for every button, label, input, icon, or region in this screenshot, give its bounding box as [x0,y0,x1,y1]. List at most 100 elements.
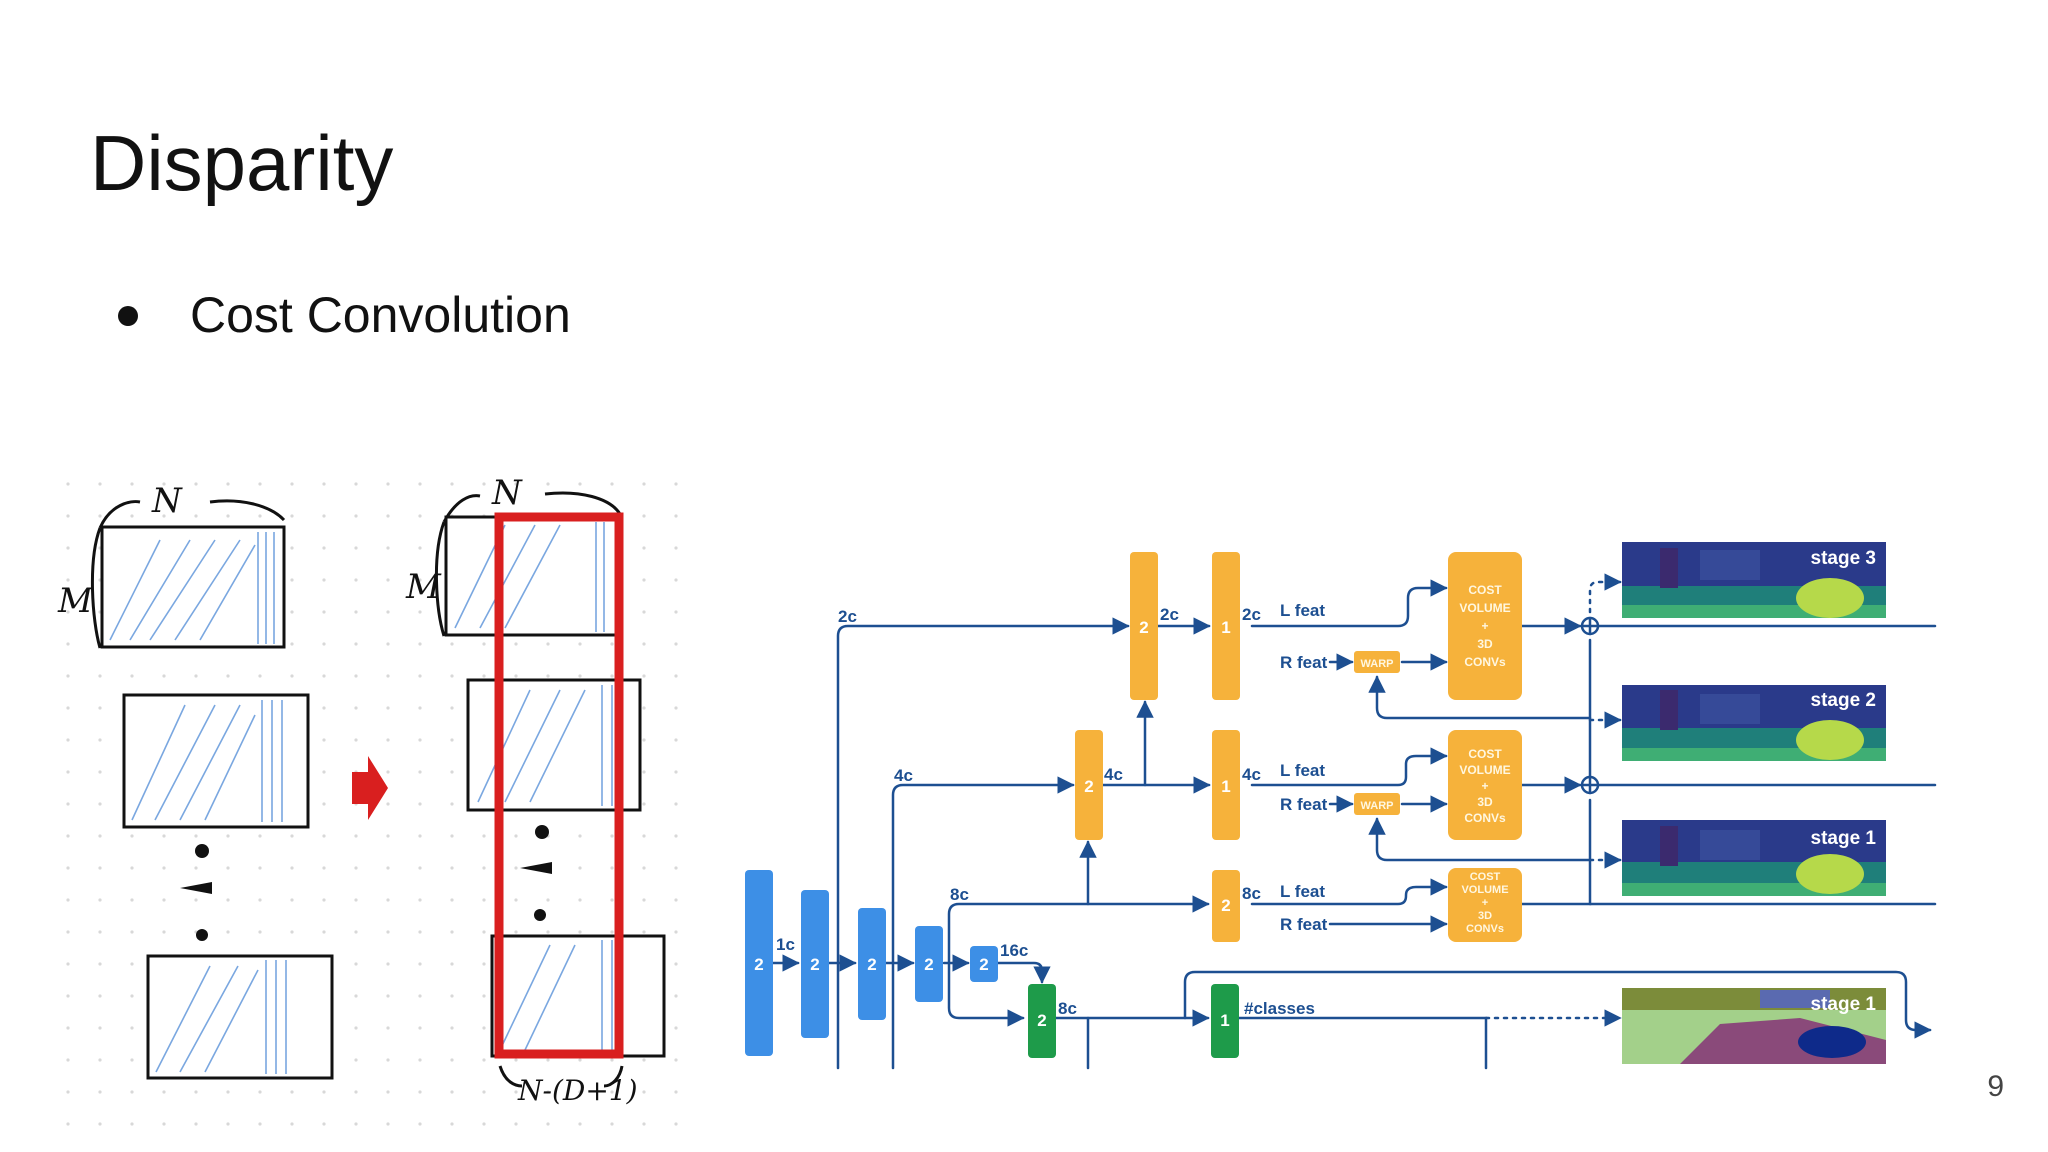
cost-volume-text: + [1481,779,1488,793]
channel-label: 4c [894,766,913,785]
encoder-block [745,870,773,1056]
r-feat-label: R feat [1280,795,1328,814]
encoder-block [915,926,943,1002]
encoder-block-label: 2 [924,955,933,974]
feature-map [490,934,666,1058]
decoder-block-label: 2 [1139,618,1148,637]
decoder-block [1075,730,1103,840]
segmentation-thumbnail: stage 1 [1622,988,1886,1064]
l-feat-label: L feat [1280,601,1325,620]
cost-volume-block [1448,868,1522,942]
feature-stack-left: N M [57,481,334,1080]
decoder-block [1212,730,1240,840]
cost-volume-block [1448,552,1522,700]
cost-volume-text: CONVs [1466,923,1504,935]
slide-title: Disparity [90,119,394,207]
warp-blocks: WARP WARP [1354,651,1400,815]
stage-outputs: stage 3 stage 2 [1622,542,1886,1064]
decoder-block [1212,870,1240,942]
warp-label: WARP [1361,800,1394,812]
decoder-blocks: 2 1 2 1 2 [1075,552,1240,942]
l-feat-label: L feat [1280,761,1325,780]
segmentation-block [1211,984,1239,1058]
encoder-block [801,890,829,1038]
bullet-item: Cost Convolution [118,286,571,344]
stage-label: stage 1 [1811,828,1877,849]
dim-m-label: M [57,581,94,621]
decoder-block-label: 2 [1084,777,1093,796]
stage-label: stage 3 [1811,548,1876,569]
cost-volume-text: CONVs [1464,811,1506,825]
cost-volume-text: COST [1470,871,1501,883]
l-feat-label: L feat [1280,882,1325,901]
segmentation-block-label: 2 [1037,1011,1046,1030]
encoder-block-label: 2 [810,955,819,974]
stage-label: stage 1 [1811,994,1877,1015]
channel-label: 2c [838,607,857,626]
dim-n-label: N [151,481,183,521]
encoder-block [970,946,998,982]
channel-label: 8c [950,885,969,904]
cost-volume-blocks: COST VOLUME + 3D CONVs COST VOLUME + 3D … [1448,552,1522,942]
warp-label: WARP [1361,658,1394,670]
channel-label: 1c [776,935,795,954]
warp-block [1354,793,1400,815]
r-feat-label: R feat [1280,915,1328,934]
decoder-block-label: 1 [1221,618,1230,637]
segmentation-block-label: 1 [1220,1011,1229,1030]
feature-map [146,954,334,1080]
feature-map [100,525,286,649]
cost-volume-text: VOLUME [1459,601,1510,615]
r-feat-label: R feat [1280,653,1328,672]
bottom-dimension-label: N-(D+1) [517,1074,638,1107]
channel-label: 8c [1242,884,1261,903]
decoder-block [1130,552,1158,700]
segmentation-branch: 2 1 [1028,984,1239,1058]
network-diagram: 2 2 2 2 2 2 1 2 1 [745,542,1937,1070]
decoder-block-label: 1 [1221,777,1230,796]
cost-volume-text: 3D [1477,637,1493,651]
cost-volume-text: 3D [1477,795,1493,809]
warp-block [1354,651,1400,673]
classes-label: #classes [1244,999,1315,1018]
feature-map [122,693,310,829]
cost-volume-text: + [1481,619,1488,633]
encoder-block-label: 2 [867,955,876,974]
dim-n-label: N [491,473,523,513]
cost-volume-block [1448,730,1522,840]
cost-volume-text: 3D [1478,910,1492,922]
channel-label: 4c [1242,765,1261,784]
encoder-block [858,908,886,1020]
decoder-block [1212,552,1240,700]
stage-label: stage 2 [1811,690,1876,711]
stage-2-thumbnail: stage 2 [1622,685,1886,761]
decoder-block-label: 2 [1221,896,1230,915]
encoder-blocks: 2 2 2 2 2 [745,870,998,1056]
encoder-block-label: 2 [979,955,988,974]
feature-map [466,678,642,812]
channel-label: 2c [1160,605,1179,624]
page-number: 9 [1987,1070,2004,1103]
bullet-dot-icon [118,305,138,326]
cost-window-highlight [494,512,624,1059]
cost-volume-text: VOLUME [1461,884,1508,896]
cost-volume-text: CONVs [1464,655,1506,669]
transform-arrow-icon [352,756,388,820]
stage-3-thumbnail: stage 3 [1622,542,1886,618]
segmentation-block [1028,984,1056,1058]
channel-label: 8c [1058,999,1077,1018]
channel-label: 2c [1242,605,1261,624]
cost-volume-text: COST [1468,747,1502,761]
cost-volume-text: COST [1468,583,1502,597]
bullet-text: Cost Convolution [190,287,571,343]
stage-1-thumbnail: stage 1 [1622,820,1886,896]
cost-volume-text: VOLUME [1459,763,1510,777]
encoder-block-label: 2 [754,955,763,974]
channel-label: 4c [1104,765,1123,784]
feature-stack-right: N M N- [405,473,666,1107]
cost-volume-text: + [1482,897,1488,909]
cost-convolution-sketch: N M [57,470,684,1152]
channel-label: 16c [1000,941,1028,960]
